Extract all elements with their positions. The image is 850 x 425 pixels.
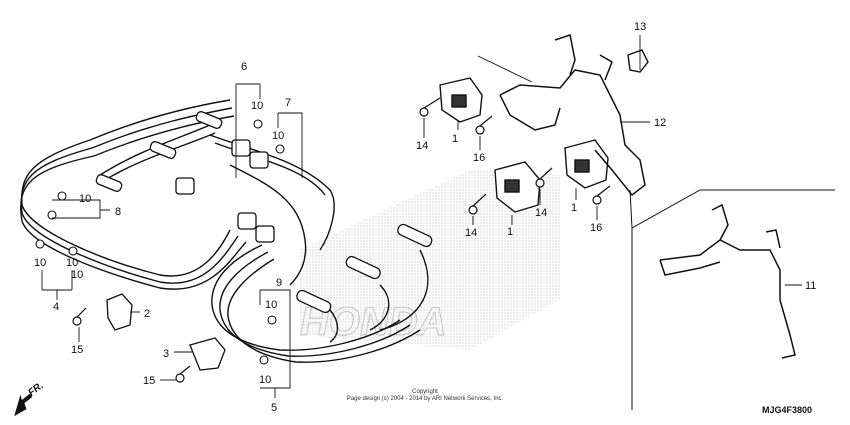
callout-10: 10 — [34, 257, 46, 269]
callout-15: 15 — [143, 375, 155, 387]
callout-14: 14 — [416, 140, 428, 152]
callout-1: 1 — [507, 226, 513, 238]
inset-bracket — [659, 203, 796, 359]
callout-3: 3 — [163, 348, 169, 360]
callout-14: 14 — [535, 207, 547, 219]
callout-16: 16 — [590, 222, 602, 234]
callout-2: 2 — [144, 308, 150, 320]
callout-10: 10 — [272, 130, 284, 142]
halftone-area — [300, 170, 560, 350]
wire-clips — [35, 119, 285, 365]
diagram-code: MJG4F3800 — [762, 405, 813, 415]
callout-7: 7 — [285, 97, 291, 109]
callout-10: 10 — [259, 374, 271, 386]
leader-lines — [41, 35, 802, 398]
callout-13: 13 — [634, 21, 646, 33]
plug-caps-left — [95, 111, 275, 243]
callouts: 1 1 1 2 3 4 5 6 7 8 9 10 10 10 10 10 10 … — [34, 21, 816, 414]
callout-11: 11 — [805, 280, 816, 292]
front-direction-arrow — [14, 393, 33, 417]
callout-16: 16 — [473, 152, 485, 164]
spark-plug-wire-set-right — [211, 244, 429, 363]
callout-4: 4 — [53, 301, 59, 313]
clip-13 — [627, 49, 649, 73]
callout-10: 10 — [265, 299, 277, 311]
bolts — [72, 97, 611, 383]
inset-frame — [629, 189, 835, 410]
callout-12: 12 — [654, 117, 666, 129]
coil-bracket — [499, 34, 646, 197]
plug-caps-right — [296, 223, 433, 314]
callout-10: 10 — [66, 257, 78, 269]
wire-holders — [106, 293, 226, 371]
callout-8: 8 — [115, 206, 121, 218]
callout-10: 10 — [251, 100, 263, 112]
copyright-label: Copyright — [412, 389, 438, 395]
callout-1: 1 — [571, 202, 577, 214]
callout-1: 1 — [452, 133, 458, 145]
callout-15: 15 — [71, 344, 83, 356]
callout-9: 9 — [276, 277, 282, 289]
copyright-notice: Page design (c) 2004 - 2014 by ARI Netwo… — [346, 396, 504, 402]
callout-10: 10 — [71, 269, 83, 281]
callout-5: 5 — [271, 402, 277, 414]
callout-14: 14 — [465, 227, 477, 239]
callout-10: 10 — [79, 193, 91, 205]
callout-6: 6 — [241, 61, 247, 73]
